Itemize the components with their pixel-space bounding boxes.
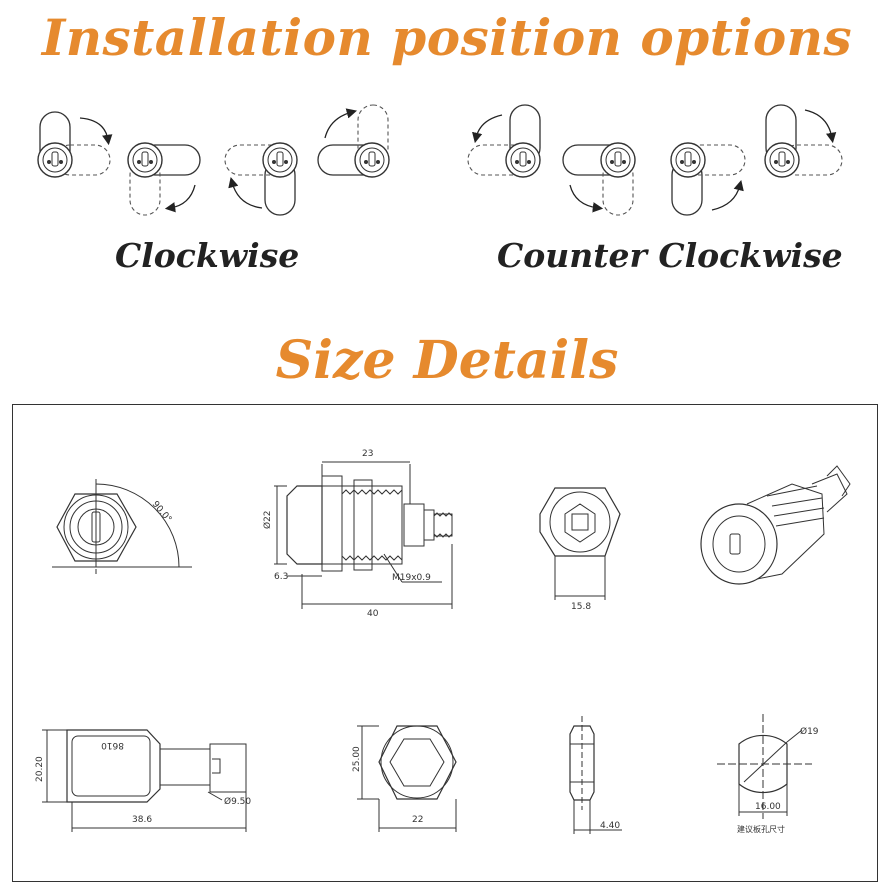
- clockwise-diagram-3: [224, 142, 298, 216]
- key-code-label: 8610: [101, 740, 124, 750]
- installation-title: Installation position options: [41, 8, 853, 67]
- nut-thickness-label: 4.40: [600, 821, 620, 831]
- key-diameter-label: Ø9.50: [224, 796, 251, 807]
- key-drawing: [42, 729, 247, 832]
- clockwise-diagram-2: [127, 142, 201, 216]
- nut-width-label: 22: [412, 815, 423, 825]
- thread-label: M19x0.9: [392, 573, 431, 583]
- size-details-drawings: 90.0°: [35, 449, 851, 834]
- counter-clockwise-diagram-1: [467, 104, 541, 178]
- hole-width-label: 16.00: [755, 802, 781, 812]
- key-length-label: 38.6: [132, 815, 152, 825]
- panel-hole-drawing: [717, 714, 812, 819]
- installation-position-diagrams: [37, 104, 843, 216]
- hole-diameter-label: Ø19: [800, 726, 819, 737]
- counter-clockwise-diagram-2: [562, 142, 636, 216]
- rear-view-drawing: [539, 487, 621, 600]
- front-view-angle-drawing: [52, 479, 192, 574]
- size-details-title: Size Details: [275, 330, 619, 391]
- hole-caption-label: 建议板孔尺寸: [737, 824, 785, 834]
- side-view-drawing: [274, 461, 453, 609]
- angle-label: 90.0°: [150, 500, 173, 525]
- flange-6-3-label: 6.3: [274, 572, 288, 582]
- length-40-label: 40: [367, 609, 379, 619]
- counter-clockwise-label: Counter Clockwise: [497, 236, 843, 275]
- clockwise-diagram-4: [317, 104, 390, 178]
- width-15-8-label: 15.8: [571, 602, 591, 612]
- clockwise-label: Clockwise: [115, 236, 300, 275]
- length-23-label: 23: [362, 449, 373, 459]
- clockwise-diagram-1: [37, 111, 113, 178]
- perspective-view-drawing: [700, 465, 851, 585]
- nut-front-drawing: [357, 725, 457, 832]
- diameter-22-label: Ø22: [262, 510, 273, 529]
- size-details-frame: [12, 404, 878, 882]
- nut-height-label: 25.00: [352, 746, 362, 772]
- nut-side-drawing: [569, 716, 622, 834]
- counter-clockwise-diagram-4: [764, 104, 843, 178]
- counter-clockwise-diagram-3: [670, 142, 746, 216]
- key-height-label: 20.20: [35, 756, 45, 782]
